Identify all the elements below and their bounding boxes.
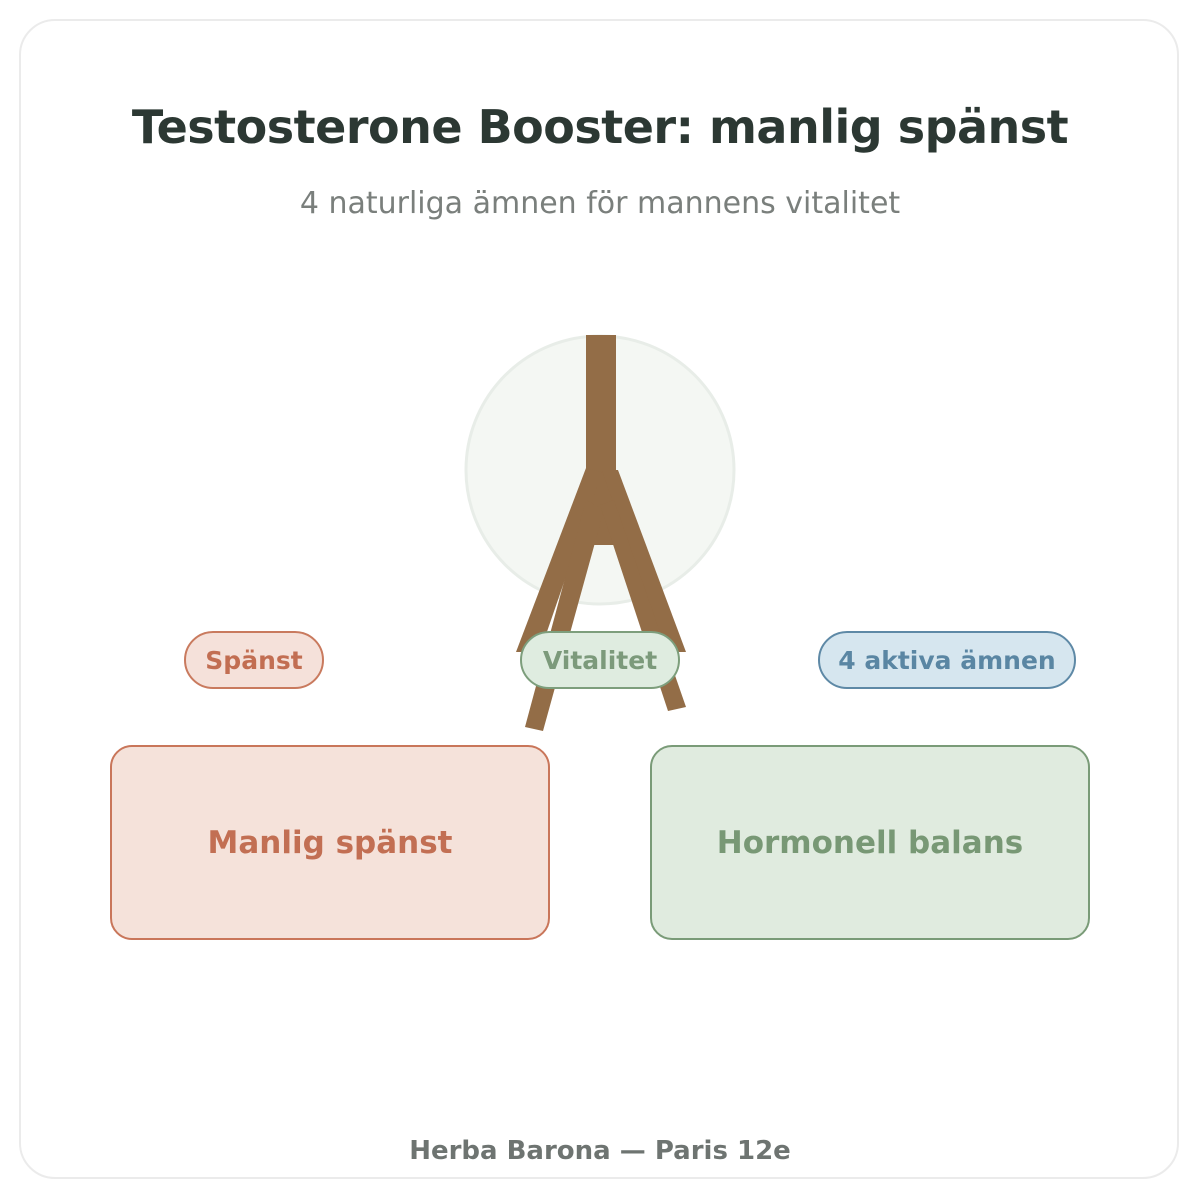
badge-vitalitet: Vitalitet (520, 631, 680, 689)
badge-spanst: Spänst (184, 631, 324, 689)
box-manlig-spanst: Manlig spänst (110, 745, 550, 940)
page-subtitle: 4 naturliga ämnen för mannens vitalitet (299, 186, 901, 221)
footer-brand: Herba Barona — Paris 12e (409, 1136, 791, 1166)
box-hormonell-balans: Hormonell balans (650, 745, 1090, 940)
page-title: Testosterone Booster: manlig spänst (131, 100, 1069, 154)
badge-aktiva-amnen: 4 aktiva ämnen (818, 631, 1076, 689)
